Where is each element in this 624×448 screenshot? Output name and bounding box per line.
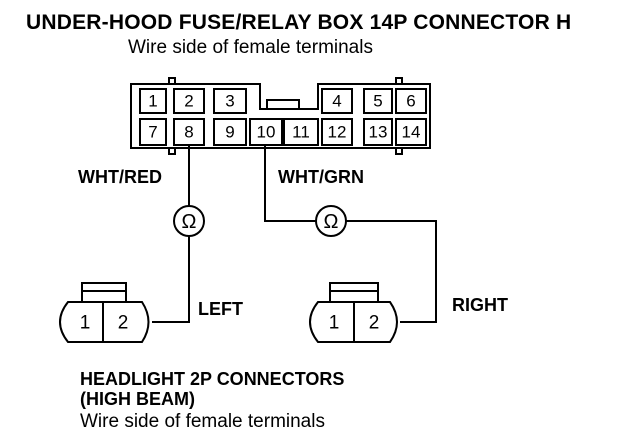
headlight-connectors-subtitle: Wire side of female terminals: [80, 411, 325, 432]
pin-label-10: 10: [257, 123, 276, 142]
pin-cell-9: [213, 118, 247, 146]
pin-label-2: 2: [184, 92, 193, 111]
headlight-connectors-subtitle-beam: (HIGH BEAM): [80, 389, 195, 409]
pin-label-14: 14: [402, 123, 421, 142]
pin-cell-13: [363, 118, 393, 146]
pin-cell-11: [283, 118, 319, 146]
fuse-box-tab-top-right: [395, 77, 403, 85]
pin-label-11: 11: [292, 123, 310, 142]
pin-label-5: 5: [373, 92, 382, 111]
headlight-label-right: RIGHT: [452, 295, 508, 315]
headlight-connector-left-outline: [59, 301, 150, 343]
pin-cell-5: [363, 88, 393, 114]
headlight-left-pin-2: 2: [118, 313, 129, 334]
pin-label-1: 1: [148, 92, 157, 111]
pin-label-12: 12: [328, 123, 347, 142]
fuse-box-tab-bottom-right: [395, 147, 403, 155]
ohmmeter-right: [315, 205, 347, 237]
diagram-subtitle: Wire side of female terminals: [128, 37, 373, 58]
pin-cell-3: [213, 88, 247, 114]
pin-cell-2: [173, 88, 205, 114]
pin-cell-7: [139, 118, 167, 146]
wire-label-wht-red: WHT/RED: [78, 167, 162, 187]
fuse-box-tab-bottom-left: [168, 147, 176, 155]
diagram-title: UNDER-HOOD FUSE/RELAY BOX 14P CONNECTOR …: [26, 11, 572, 34]
pin-label-9: 9: [225, 123, 234, 142]
pin-label-7: 7: [148, 123, 157, 142]
pin-label-8: 8: [184, 123, 193, 142]
ohm-symbol-right: Ω: [324, 211, 339, 233]
pin-label-3: 3: [225, 92, 234, 111]
pin-label-6: 6: [406, 92, 415, 111]
headlight-connector-right-latch: [329, 282, 379, 303]
headlight-connector-right-outline: [309, 301, 398, 343]
headlight-left-pin-1: 1: [80, 313, 91, 334]
pin-cell-6: [395, 88, 427, 114]
pin-label-13: 13: [369, 123, 388, 142]
wire-wht-grn: [264, 145, 437, 323]
headlight-label-left: LEFT: [198, 299, 243, 319]
headlight-right-pin-2: 2: [369, 313, 380, 334]
wire-wht-red: [152, 145, 190, 323]
fuse-box-tab-top-left: [168, 77, 176, 85]
pin-cell-1: [139, 88, 167, 114]
headlight-connector-left-latch: [81, 282, 127, 303]
headlight-connectors-title: HEADLIGHT 2P CONNECTORS: [80, 369, 345, 389]
fuse-box-latch: [266, 99, 300, 110]
fuse-box-connector-outline: [130, 83, 431, 149]
pin-cell-12: [321, 118, 353, 146]
wire-label-wht-grn: WHT/GRN: [278, 167, 364, 187]
pin-cell-14: [395, 118, 427, 146]
ohm-symbol-left: Ω: [182, 211, 197, 233]
pin-label-4: 4: [332, 92, 341, 111]
headlight-right-pin-1: 1: [329, 313, 340, 334]
pin-cell-4: [321, 88, 353, 114]
ohmmeter-left: [173, 205, 205, 237]
